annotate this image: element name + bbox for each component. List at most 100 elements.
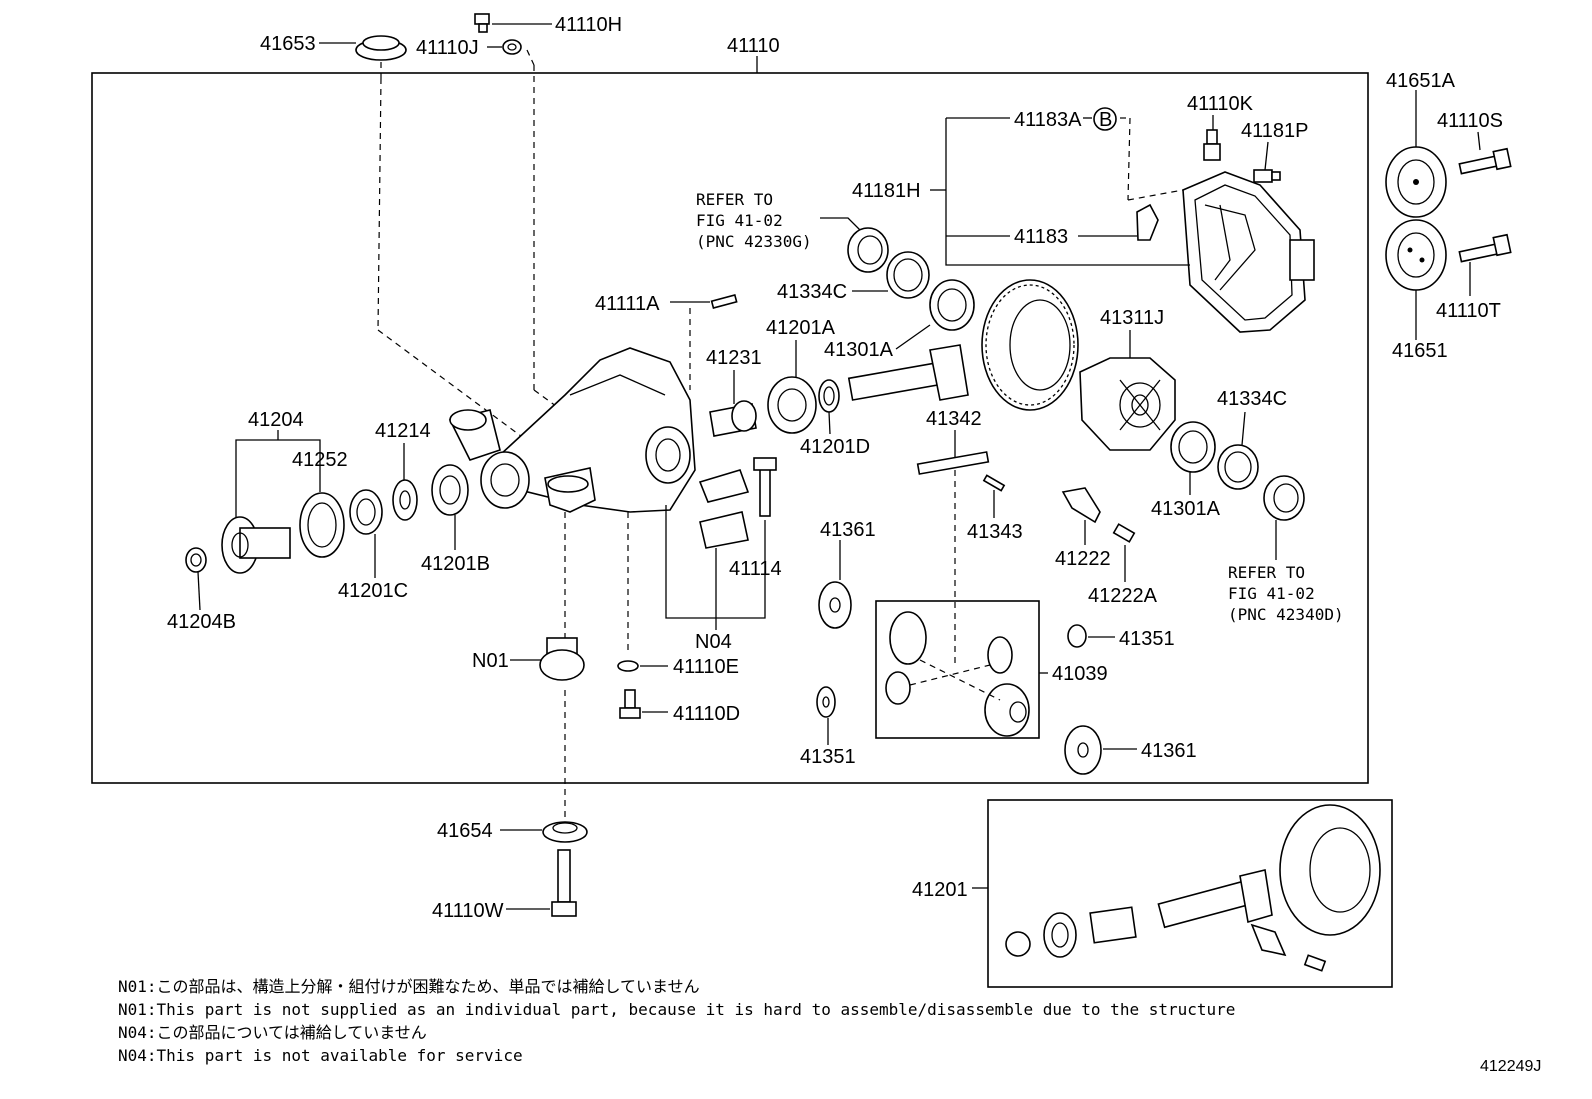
part-ring-gear [981,279,1079,411]
note-N01-jp: N01:この部品は、構造上分解・組付けが困難なため、単品では補給していません [118,977,700,996]
part-41110H-plug [474,13,490,33]
part-N04-bearing-cap [698,469,750,549]
label-41361-b: 41361 [1141,740,1197,762]
part-41351-washer-a [1067,624,1087,648]
label-41110H: 41110H [555,14,622,36]
label-41301A-a: 41301A [824,339,894,361]
part-differential-carrier-housing [448,347,696,513]
part-41361-thrust-washer [818,581,852,629]
part-41114-bolt [753,457,777,517]
part-bearing-42340D [1263,475,1305,521]
part-41110W-bolt [551,849,577,917]
part-41334C-shim-b [1217,444,1259,490]
label-41342: 41342 [926,408,982,430]
label-41222A: 41222A [1088,585,1158,607]
part-41651A-mount [1385,146,1447,218]
part-41343-pin [982,474,1006,492]
circle-B-label: B [1099,109,1112,131]
footnotes: N01:この部品は、構造上分解・組付けが困難なため、単品では補給していません N… [118,975,1235,1067]
label-41651: 41651 [1392,340,1448,362]
part-41252-oil-seal [299,492,345,558]
label-41111A: 41111A [595,293,660,315]
part-41222-lock-plate [1061,487,1101,524]
part-41301A-bearing [929,279,975,331]
label-41114: 41114 [729,558,782,580]
label-41110W: 41110W [432,900,504,922]
assembly-frame-41110 [91,72,1369,784]
part-41653-cap [355,35,407,61]
part-41110J-washer [502,39,522,55]
label-41222: 41222 [1055,548,1111,570]
label-41311J: 41311J [1100,307,1164,329]
part-41214-washer [392,479,418,521]
label-41654: 41654 [437,820,493,842]
label-41351-b: 41351 [800,746,856,768]
part-41110K-breather [1203,129,1221,161]
label-41201B: 41201B [421,553,490,575]
label-N01: N01 [472,650,509,672]
part-41201A-bearing [767,376,817,434]
part-41181P-bolt [1253,169,1281,183]
label-41343: 41343 [967,521,1023,543]
part-41301A-bearing-b [1170,421,1216,473]
note-N01-en: N01:This part is not supplied as an indi… [118,1000,1236,1019]
part-41201-kit [1005,804,1381,972]
label-41334C-b: 41334C [1217,388,1287,410]
label-N04: N04 [695,631,732,653]
label-41361-a: 41361 [820,519,876,541]
label-41651A: 41651A [1386,70,1456,92]
part-41204-flange [221,516,291,574]
label-41351-a: 41351 [1119,628,1175,650]
part-41110T-bolt [1458,233,1512,263]
label-41201C: 41201C [338,580,408,602]
label-41201: 41201 [912,879,968,901]
part-41110S-bolt [1458,147,1512,175]
label-41110K: 41110K [1187,93,1254,115]
label-41110D: 41110D [673,703,740,725]
label-41183: 41183 [1014,226,1068,248]
kit-frame-41201 [987,799,1393,988]
label-41301A-b: 41301A [1151,498,1221,520]
note-N04-en: N04:This part is not available for servi… [118,1046,523,1065]
label-41334C-a: 41334C [777,281,847,303]
part-41201C-bearing [349,489,383,535]
part-41222A-bolt [1112,523,1136,543]
part-41039-side-gears [885,611,1030,737]
part-41201B-bearing [431,464,469,516]
part-41111A-pin [710,294,738,309]
part-41351-thrust-washer [816,686,836,718]
label-41204: 41204 [248,409,304,431]
part-41334C-shim [886,251,930,299]
label-41110J: 41110J [416,37,479,59]
part-41342-pinion-shaft [916,451,990,475]
kit-frame-41039 [875,600,1040,739]
part-41204B-nut [185,547,207,573]
label-41214: 41214 [375,420,431,442]
svg-text:(PNC 42330G): (PNC 42330G) [696,232,812,251]
svg-text:REFER TO: REFER TO [696,190,773,209]
figure-number: 412249J [1480,1058,1542,1075]
label-41201D: 41201D [800,436,870,458]
svg-text:FIG 41-02: FIG 41-02 [1228,584,1315,603]
part-41110D-plug [619,689,641,719]
label-41231: 41231 [706,347,762,369]
part-41181H-rear-cover [1182,171,1315,333]
part-41311J-diff-case [1079,357,1176,451]
part-41183-gasket [1136,203,1159,241]
label-41110S: 41110S [1437,110,1503,132]
label-41110T: 41110T [1436,300,1501,322]
label-41204B: 41204B [167,611,236,633]
note-N04-jp: N04:この部品については補給していません [118,1023,427,1042]
label-41110: 41110 [727,35,780,57]
label-41039: 41039 [1052,663,1108,685]
label-41252: 41252 [292,449,348,471]
label-41183A: 41183A [1014,109,1082,131]
part-41654-washer [542,821,588,843]
svg-text:FIG 41-02: FIG 41-02 [696,211,783,230]
label-41181P: 41181P [1241,120,1308,142]
label-41181H: 41181H [852,180,921,202]
reference-note-42330G: REFER TO FIG 41-02 (PNC 42330G) [696,190,812,251]
part-41651-mount [1385,219,1447,291]
part-41110E-washer [617,660,639,672]
